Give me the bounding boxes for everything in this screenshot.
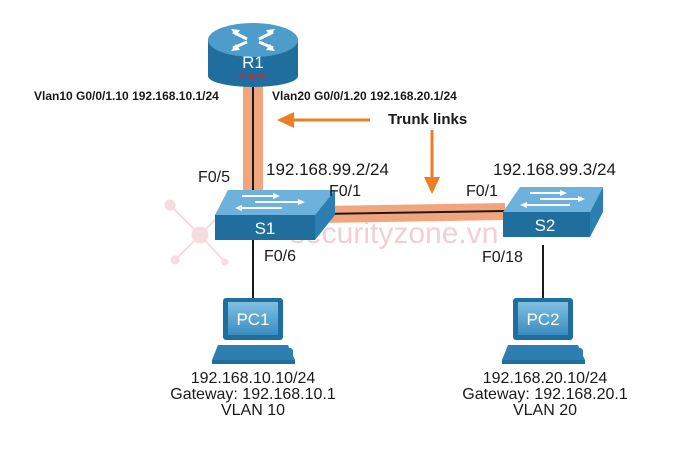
link-s1-s2	[319, 210, 506, 215]
vlan10-subinterface-label: Vlan10 G0/0/1.10 192.168.10.1/24	[34, 89, 219, 103]
pc1-ip: 192.168.10.10/24	[190, 370, 316, 387]
s1-port-f0-1: F0/1	[329, 183, 362, 200]
pc2-icon	[502, 298, 585, 364]
switch-s2-name: S2	[535, 216, 556, 235]
pc2-gateway: Gateway: 192.168.20.1	[462, 386, 628, 403]
trunk-links-label: Trunk links	[388, 111, 468, 128]
trunk-arrows	[277, 112, 440, 194]
pc2-info: 192.168.20.10/24 Gateway: 192.168.20.1 V…	[440, 371, 650, 419]
switch-s1-name: S1	[255, 219, 276, 238]
router-name: R1	[242, 53, 264, 72]
switch-s2-icon	[503, 187, 603, 237]
router-r1-icon	[208, 23, 298, 87]
s2-port-f0-1: F0/1	[466, 183, 499, 200]
switch-s1-icon	[215, 190, 335, 240]
pc2-name: PC2	[526, 310, 559, 329]
pc2-vlan: VLAN 20	[512, 402, 578, 419]
vlan20-subinterface-label: Vlan20 G0/0/1.20 192.168.20.1/24	[272, 89, 457, 103]
router-port-label: G0/0/1	[239, 72, 266, 82]
pc1-info: 192.168.10.10/24 Gateway: 192.168.10.1 V…	[153, 371, 353, 419]
pc1-icon	[212, 298, 295, 364]
s1-port-f0-6: F0/6	[264, 248, 297, 265]
s2-ip-label: 192.168.99.3/24	[493, 160, 616, 179]
pc1-vlan: VLAN 10	[220, 402, 286, 419]
s2-port-f0-18: F0/18	[482, 249, 523, 266]
pc1-name: PC1	[236, 310, 269, 329]
pc1-gateway: Gateway: 192.168.10.1	[170, 386, 336, 403]
s1-ip-label: 192.168.99.2/24	[266, 160, 389, 179]
pc2-ip: 192.168.20.10/24	[482, 370, 608, 387]
s1-port-f0-5: F0/5	[198, 169, 231, 186]
